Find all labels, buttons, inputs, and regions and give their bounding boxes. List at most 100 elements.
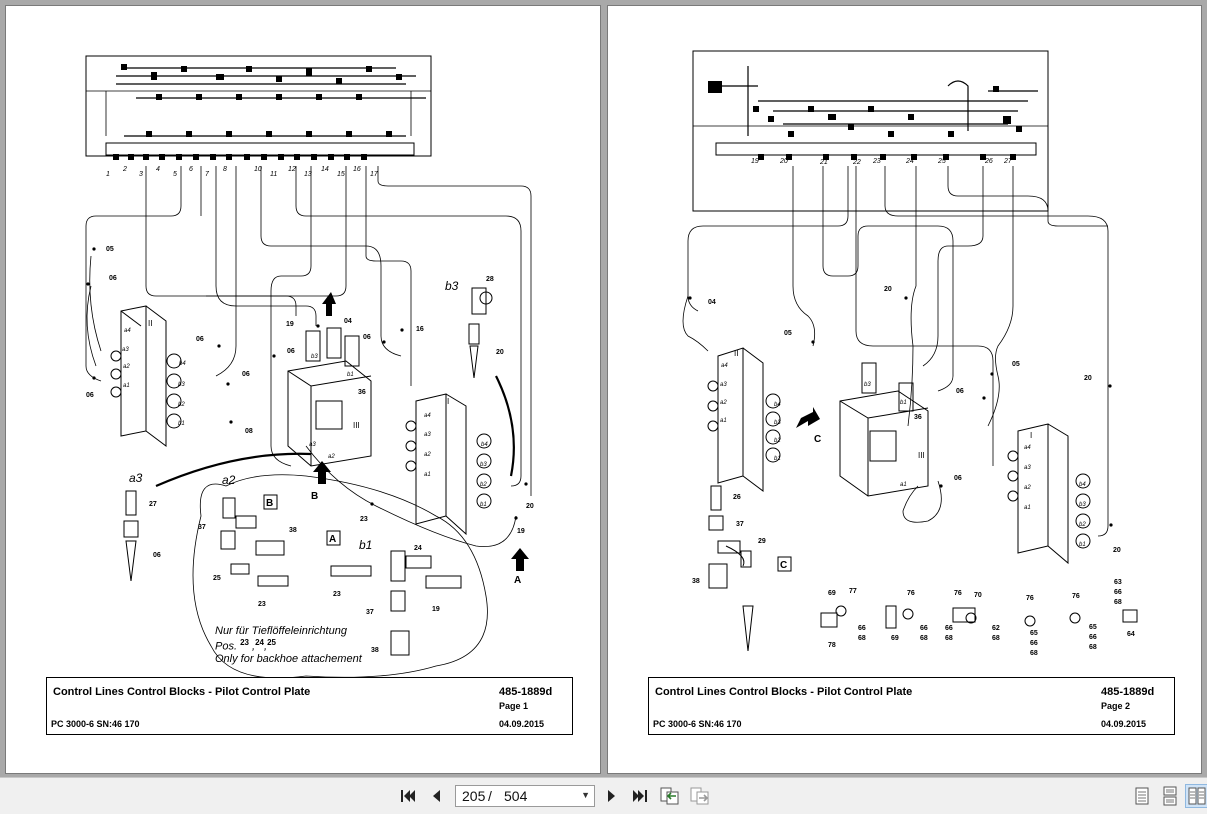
svg-text:68: 68	[1030, 650, 1038, 657]
svg-text:06: 06	[363, 334, 371, 341]
svg-text:22: 22	[852, 159, 861, 166]
title-block-right: Control Lines Control Blocks - Pilot Con…	[648, 677, 1175, 735]
svg-text:63: 63	[1114, 579, 1122, 586]
svg-text:23: 23	[360, 516, 368, 523]
next-page-icon	[608, 790, 615, 802]
continuous-view-icon	[1163, 786, 1177, 806]
note-german: Nur für Tieflöffeleinrichtung	[215, 625, 347, 637]
svg-text:b1: b1	[1079, 542, 1086, 548]
svg-text:b1: b1	[359, 538, 372, 552]
svg-text:65: 65	[1030, 630, 1038, 637]
first-page-button[interactable]	[398, 786, 418, 806]
svg-text:a1: a1	[424, 472, 431, 478]
total-pages-value: 504	[504, 788, 528, 804]
svg-text:05: 05	[106, 246, 114, 253]
svg-text:a2: a2	[1024, 485, 1031, 491]
svg-text:64: 64	[1127, 631, 1135, 638]
svg-text:III: III	[353, 421, 360, 430]
svg-text:20: 20	[1113, 547, 1121, 554]
svg-text:a2: a2	[424, 452, 431, 458]
svg-text:06: 06	[86, 392, 94, 399]
go-back-button[interactable]	[660, 786, 680, 806]
svg-text:77: 77	[849, 588, 857, 595]
svg-text:C: C	[814, 434, 821, 445]
svg-text:b3: b3	[311, 354, 318, 360]
page-number-select[interactable]: 205 / 504 ▼	[455, 785, 595, 807]
svg-text:36: 36	[358, 389, 366, 396]
svg-text:23: 23	[258, 601, 266, 608]
svg-text:b1: b1	[178, 421, 185, 427]
drawing-title: Control Lines Control Blocks - Pilot Con…	[53, 686, 311, 698]
svg-text:C: C	[780, 560, 787, 571]
svg-text:27: 27	[1003, 158, 1013, 165]
svg-text:66: 66	[1089, 634, 1097, 641]
svg-text:6: 6	[189, 166, 193, 173]
svg-text:I: I	[1030, 431, 1032, 440]
svg-text:37: 37	[366, 609, 374, 616]
svg-text:I: I	[447, 397, 449, 406]
svg-text:a4: a4	[1024, 445, 1031, 451]
document-number: 485-1889d	[1101, 686, 1155, 698]
svg-text:4: 4	[156, 166, 160, 173]
svg-text:8: 8	[223, 166, 227, 173]
svg-text:05: 05	[784, 330, 792, 337]
svg-text:78: 78	[828, 642, 836, 649]
facing-view-icon	[1188, 787, 1206, 805]
svg-text:66: 66	[920, 625, 928, 632]
first-page-icon	[401, 790, 415, 802]
prev-page-button[interactable]	[426, 786, 446, 806]
svg-text:b1: b1	[347, 372, 354, 378]
svg-text:b1: b1	[774, 456, 781, 462]
svg-text:b3: b3	[178, 382, 185, 388]
svg-text:24: 24	[905, 158, 914, 165]
svg-text:62: 62	[992, 625, 1000, 632]
svg-text:b4: b4	[481, 442, 488, 448]
continuous-view-button[interactable]	[1158, 784, 1182, 808]
last-page-icon	[633, 790, 647, 802]
svg-text:b1: b1	[480, 502, 487, 508]
svg-text:a3: a3	[720, 382, 727, 388]
svg-text:b4: b4	[1079, 482, 1086, 488]
svg-text:38: 38	[692, 578, 700, 585]
svg-text:27: 27	[149, 501, 157, 508]
svg-text:16: 16	[416, 326, 424, 333]
svg-text:a4: a4	[424, 413, 431, 419]
go-forward-icon	[690, 787, 709, 805]
svg-text:66: 66	[945, 625, 953, 632]
svg-text:b2: b2	[774, 438, 781, 444]
svg-text:68: 68	[1114, 599, 1122, 606]
svg-text:66: 66	[858, 625, 866, 632]
svg-text:a2: a2	[328, 454, 335, 460]
svg-text:20: 20	[884, 286, 892, 293]
svg-text:1: 1	[106, 171, 110, 178]
svg-text:38: 38	[371, 647, 379, 654]
note-english: Only for backhoe attachement	[215, 652, 362, 665]
single-page-view-icon	[1135, 787, 1149, 805]
svg-text:23: 23	[333, 591, 341, 598]
facing-view-button[interactable]	[1185, 784, 1207, 808]
last-page-button[interactable]	[630, 786, 650, 806]
svg-text:a3: a3	[424, 432, 431, 438]
svg-text:19: 19	[751, 158, 759, 165]
svg-text:76: 76	[907, 590, 915, 597]
svg-text:a1: a1	[123, 383, 130, 389]
svg-text:16: 16	[353, 166, 361, 173]
svg-text:36: 36	[914, 414, 922, 421]
next-page-button[interactable]	[602, 786, 622, 806]
svg-text:b2: b2	[1079, 522, 1086, 528]
svg-text:a1: a1	[900, 482, 907, 488]
svg-text:a3: a3	[122, 347, 129, 353]
svg-text:37: 37	[198, 524, 206, 531]
svg-text:II: II	[148, 319, 152, 328]
svg-text:b3: b3	[480, 462, 487, 468]
svg-text:b3: b3	[1079, 502, 1086, 508]
viewer-toolbar: 205 / 504 ▼	[0, 777, 1207, 814]
single-page-view-button[interactable]	[1130, 784, 1154, 808]
chevron-down-icon: ▼	[581, 790, 590, 800]
go-forward-button[interactable]	[690, 786, 710, 806]
svg-text:10: 10	[254, 166, 262, 173]
svg-text:a2: a2	[222, 473, 236, 487]
